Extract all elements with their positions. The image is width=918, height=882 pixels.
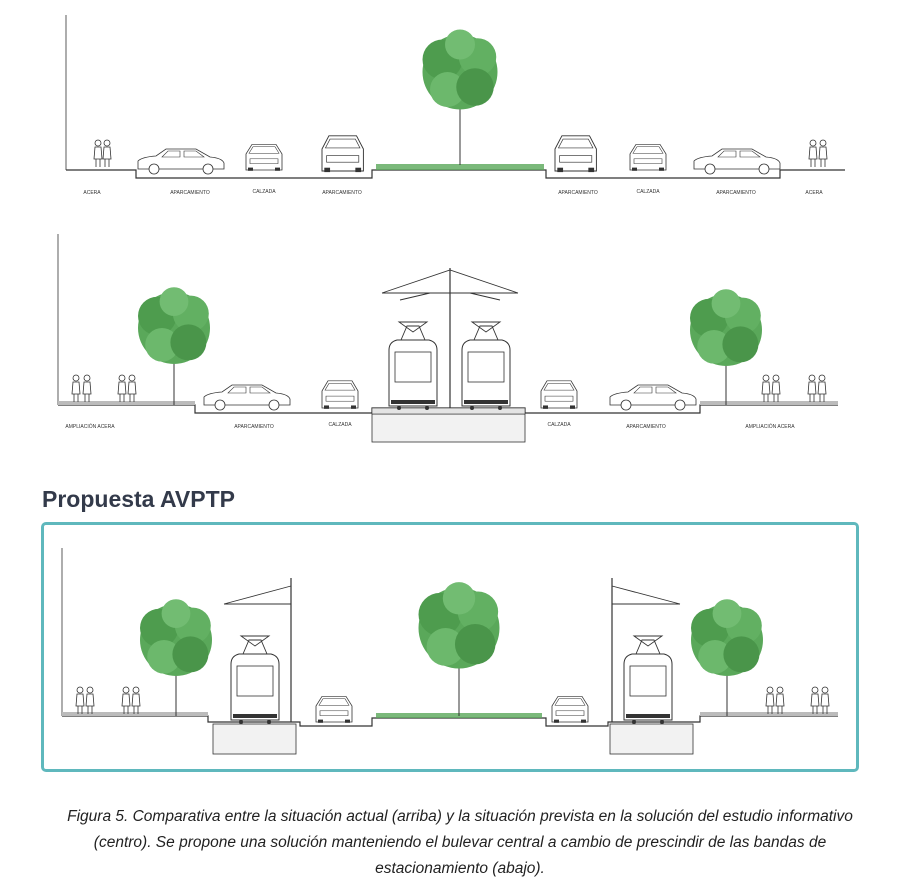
car-front-icon <box>245 143 283 172</box>
lane-label: APARCAMIENTO <box>558 190 598 196</box>
pedestrian-icon <box>818 139 828 168</box>
track-slab <box>371 407 526 415</box>
pedestrian-icon <box>121 686 131 715</box>
pedestrian-icon <box>93 139 103 168</box>
pedestrian-icon <box>771 374 781 403</box>
current-section-drawing: ACERA APARCAMIENTO CALZADA APARCAMIENTO … <box>65 15 845 196</box>
tram-icon <box>230 635 280 725</box>
tree-icon <box>690 289 762 366</box>
pedestrian-icon <box>808 139 818 168</box>
pedestrian-icon <box>127 374 137 403</box>
track-bed <box>212 723 297 755</box>
pedestrian-icon <box>775 686 785 715</box>
track-bed <box>371 413 526 443</box>
proposal-heading: Propuesta AVPTP <box>42 486 235 512</box>
tree-icon <box>418 582 500 669</box>
tree-icon <box>691 599 763 676</box>
lane-label: CALZADA <box>547 422 571 428</box>
pedestrian-icon <box>810 686 820 715</box>
figure-caption: Figura 5. Comparativa entre la situación… <box>67 808 853 877</box>
lane-label: APARCAMIENTO <box>322 190 362 196</box>
pedestrian-icon <box>75 686 85 715</box>
planned-section-drawing: AMPLIACIÓN ACERA APARCAMIENTO CALZADA CA… <box>57 234 838 443</box>
car-front-icon <box>629 143 667 172</box>
pedestrian-icon <box>85 686 95 715</box>
lane-label: APARCAMIENTO <box>716 190 756 196</box>
pedestrian-icon <box>765 686 775 715</box>
track-bed <box>609 723 694 755</box>
car-side-icon <box>693 148 781 175</box>
lane-label: CALZADA <box>636 189 660 195</box>
sidewalk-hatch <box>62 712 208 716</box>
pedestrian-icon <box>761 374 771 403</box>
car-front-icon <box>540 380 578 410</box>
proposal-frame <box>41 522 859 772</box>
lane-label: APARCAMIENTO <box>626 424 666 430</box>
pedestrian-icon <box>131 686 141 715</box>
lane-label: AMPLIACIÓN ACERA <box>65 423 115 430</box>
tree-icon <box>140 599 212 676</box>
car-front-icon <box>321 380 359 410</box>
catenary-arm <box>611 585 681 605</box>
car-front-icon <box>554 135 597 173</box>
pedestrian-icon <box>102 139 112 168</box>
car-side-icon <box>203 384 291 411</box>
catenary-arm <box>223 585 292 605</box>
sidewalk-hatch <box>58 401 195 405</box>
lane-label: AMPLIACIÓN ACERA <box>745 423 795 430</box>
ground-profile <box>66 169 845 179</box>
lane-label: APARCAMIENTO <box>170 190 210 196</box>
lane-label: CALZADA <box>328 422 352 428</box>
pedestrian-icon <box>820 686 830 715</box>
pedestrian-icon <box>817 374 827 403</box>
car-front-icon <box>551 695 589 724</box>
pedestrian-icon <box>117 374 127 403</box>
car-front-icon <box>321 135 364 173</box>
catenary-arm <box>381 269 519 301</box>
tram-icon <box>623 635 673 725</box>
lane-label: APARCAMIENTO <box>234 424 274 430</box>
sidewalk-hatch <box>700 401 838 405</box>
central-median <box>376 164 544 170</box>
car-front-icon <box>315 695 353 724</box>
car-side-icon <box>609 384 697 411</box>
tree-icon <box>422 29 498 110</box>
pedestrian-icon <box>71 374 81 403</box>
proposal-section-drawing <box>61 548 838 755</box>
tram-icon <box>461 321 511 411</box>
tram-icon <box>388 321 438 411</box>
pedestrian-icon <box>82 374 92 403</box>
lane-label: ACERA <box>83 190 101 196</box>
car-side-icon <box>137 148 225 175</box>
pedestrian-icon <box>807 374 817 403</box>
lane-label: ACERA <box>805 190 823 196</box>
tree-icon <box>138 287 210 364</box>
sidewalk-hatch <box>700 712 838 716</box>
lane-label: CALZADA <box>252 189 276 195</box>
